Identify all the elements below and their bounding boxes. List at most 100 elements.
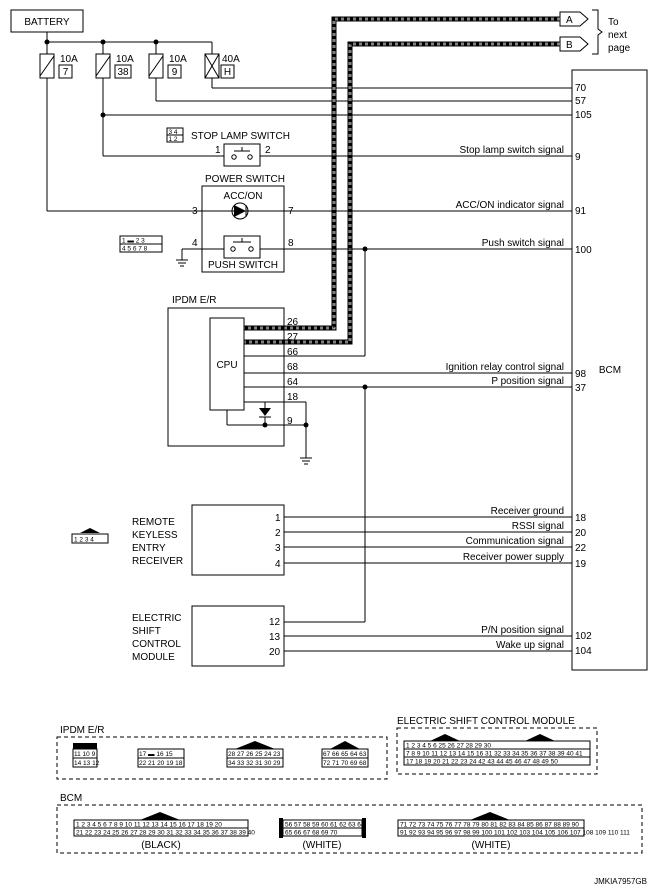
- svg-text:7 8 9 10 11 12 13 14 15 16 31: 7 8 9 10 11 12 13 14 15 16 31 32 33 34 3…: [406, 751, 583, 758]
- bcm-connector-white-1: 56 57 58 59 60 61 62 63 64 65 66 67 68 6…: [279, 818, 366, 851]
- svg-text:1 2: 1 2: [169, 136, 178, 143]
- svg-text:3 4: 3 4: [169, 129, 178, 136]
- svg-text:next: next: [608, 30, 627, 41]
- shielded-line-a: [244, 16, 560, 331]
- svg-text:102: 102: [575, 631, 592, 642]
- receiver-name: REMOTE KEYLESS ENTRY RECEIVER: [132, 517, 183, 567]
- shift-module-name: ELECTRIC SHIFT CONTROL MODULE: [132, 613, 181, 663]
- fuse-40a-h: 40A H: [204, 42, 240, 79]
- svg-text:64: 64: [287, 377, 299, 388]
- svg-text:MODULE: MODULE: [132, 652, 175, 663]
- push-signal-label: Push switch signal: [482, 238, 564, 249]
- bcm-connector-black: 1 2 3 4 5 6 7 8 9 10 11 12 13 14 15 16 1…: [73, 812, 255, 851]
- svg-text:1 ▬ 2 3: 1 ▬ 2 3: [122, 238, 145, 245]
- svg-text:28 27 26 25 24 23: 28 27 26 25 24 23: [228, 751, 281, 758]
- bcm-label: BCM: [599, 365, 621, 376]
- svg-text:67 66 65 64 63: 67 66 65 64 63: [323, 751, 367, 758]
- ipdm-diode-icon: [259, 402, 271, 425]
- fuse-10a-38: 10A 38: [95, 42, 134, 79]
- receiver-unit: [191, 504, 285, 576]
- svg-text:10A: 10A: [169, 54, 187, 65]
- svg-text:4 5 6 7 8: 4 5 6 7 8: [122, 246, 148, 253]
- stop-lamp-signal-label: Stop lamp switch signal: [460, 145, 565, 156]
- bcm-connector-white-2: 71 72 73 74 75 76 77 78 79 80 81 82 83 8…: [397, 812, 630, 851]
- fuse-10a-9: 10A 9: [148, 42, 187, 79]
- svg-text:66: 66: [287, 347, 299, 358]
- svg-text:18: 18: [575, 513, 587, 524]
- svg-text:1: 1: [215, 145, 221, 156]
- svg-text:20: 20: [269, 647, 281, 658]
- offpage-connector-b: [559, 36, 589, 52]
- svg-text:13: 13: [269, 632, 281, 643]
- svg-text:1: 1: [275, 513, 281, 524]
- svg-text:(BLACK): (BLACK): [141, 840, 180, 851]
- ipdm-unit: [167, 307, 285, 447]
- svg-text:4: 4: [275, 559, 281, 570]
- svg-text:10A: 10A: [60, 54, 78, 65]
- receiver-ground-label: Receiver ground: [491, 506, 564, 517]
- ipdm-connector-panel: [56, 736, 388, 780]
- pn-position-signal-label: P/N position signal: [481, 625, 564, 636]
- svg-text:KEYLESS: KEYLESS: [132, 530, 178, 541]
- stop-lamp-switch: [223, 143, 261, 167]
- svg-text:26: 26: [287, 317, 299, 328]
- ipdm-connector-panel-title: IPDM E/R: [60, 725, 104, 736]
- svg-text:PUSH SWITCH: PUSH SWITCH: [208, 260, 278, 271]
- escm-connector-panel-title: ELECTRIC SHIFT CONTROL MODULE: [397, 716, 575, 727]
- power-switch-title: POWER SWITCH: [205, 174, 285, 185]
- svg-text:A: A: [566, 15, 573, 26]
- rssi-signal-label: RSSI signal: [512, 521, 564, 532]
- svg-text:12: 12: [269, 617, 281, 628]
- ignition-relay-signal-label: Ignition relay control signal: [446, 362, 564, 373]
- svg-text:22: 22: [575, 543, 587, 554]
- svg-text:57: 57: [575, 96, 587, 107]
- ipdm-connector-a: 11 10 9 14 13 12: [72, 743, 100, 768]
- svg-text:3: 3: [192, 206, 198, 217]
- svg-text:7: 7: [63, 67, 69, 78]
- svg-text:72 71 70 69 68: 72 71 70 69 68: [323, 760, 367, 767]
- power-switch-connector-icon: 1 ▬ 2 3 4 5 6 7 8: [119, 235, 163, 253]
- bcm-pin-labels: 70 57 105 9 91 100 98 37 18 20 22 19 102…: [575, 83, 592, 657]
- svg-text:14 13 12: 14 13 12: [74, 760, 100, 767]
- escm-connector: 1 2 3 4 5 6 25 26 27 28 29 30 7 8 9 10 1…: [403, 734, 591, 766]
- svg-text:2: 2: [275, 528, 281, 539]
- acc-on-signal-label: ACC/ON indicator signal: [456, 200, 564, 211]
- ipdm-connector-c: 28 27 26 25 24 23 34 33 32 31 30 29: [226, 741, 284, 768]
- svg-text:SHIFT: SHIFT: [132, 626, 161, 637]
- svg-text:B: B: [566, 40, 573, 51]
- bcm-connector-panel-title: BCM: [60, 793, 82, 804]
- svg-text:27: 27: [287, 332, 299, 343]
- battery-label: BATTERY: [24, 17, 70, 28]
- svg-text:1 2 3 4 5 6 25 26: 1 2 3 4 5 6 25 26 27 28 29 30: [406, 743, 491, 750]
- svg-text:ACC/ON: ACC/ON: [224, 191, 263, 202]
- diagram-code: JMKIA7957GB: [594, 877, 647, 886]
- svg-text:40A: 40A: [222, 54, 240, 65]
- svg-text:page: page: [608, 43, 631, 54]
- svg-text:H: H: [224, 67, 231, 78]
- svg-text:104: 104: [575, 646, 592, 657]
- communication-signal-label: Communication signal: [466, 536, 564, 547]
- svg-text:To: To: [608, 17, 619, 28]
- wake-up-signal-label: Wake up signal: [496, 640, 564, 651]
- svg-text:37: 37: [575, 383, 587, 394]
- svg-text:1 2 3 4 5 6 7 8 9 10 11 12 13: 1 2 3 4 5 6 7 8 9 10 11 12 13 14 15 16 1…: [76, 822, 222, 829]
- svg-text:RECEIVER: RECEIVER: [132, 556, 183, 567]
- svg-text:1 2 3 4: 1 2 3 4: [74, 537, 94, 544]
- svg-text:9: 9: [287, 416, 293, 427]
- ipdm-ground-icon: [300, 457, 312, 465]
- svg-text:17 ▬ 16 15: 17 ▬ 16 15: [139, 751, 173, 758]
- receiver-pin-labels: 1 2 3 4: [275, 513, 281, 570]
- receiver-connector-icon: 1 2 3 4: [71, 528, 109, 544]
- shift-module-pin-labels: 12 13 20: [269, 617, 281, 658]
- bcm-unit: [571, 69, 648, 671]
- svg-text:11 10 9: 11 10 9: [74, 751, 96, 758]
- svg-text:91: 91: [575, 206, 587, 217]
- svg-text:34 33 32 31 30 29: 34 33 32 31 30 29: [228, 760, 281, 767]
- svg-text:9: 9: [172, 67, 178, 78]
- escm-connector-panel: [396, 727, 598, 775]
- stop-lamp-connector-icon: 3 4 1 2: [166, 127, 184, 143]
- svg-text:68: 68: [287, 362, 299, 373]
- next-page-brace: [592, 9, 603, 55]
- ipdm-connector-d: 67 66 65 64 63 72 71 70 69 68: [321, 741, 369, 768]
